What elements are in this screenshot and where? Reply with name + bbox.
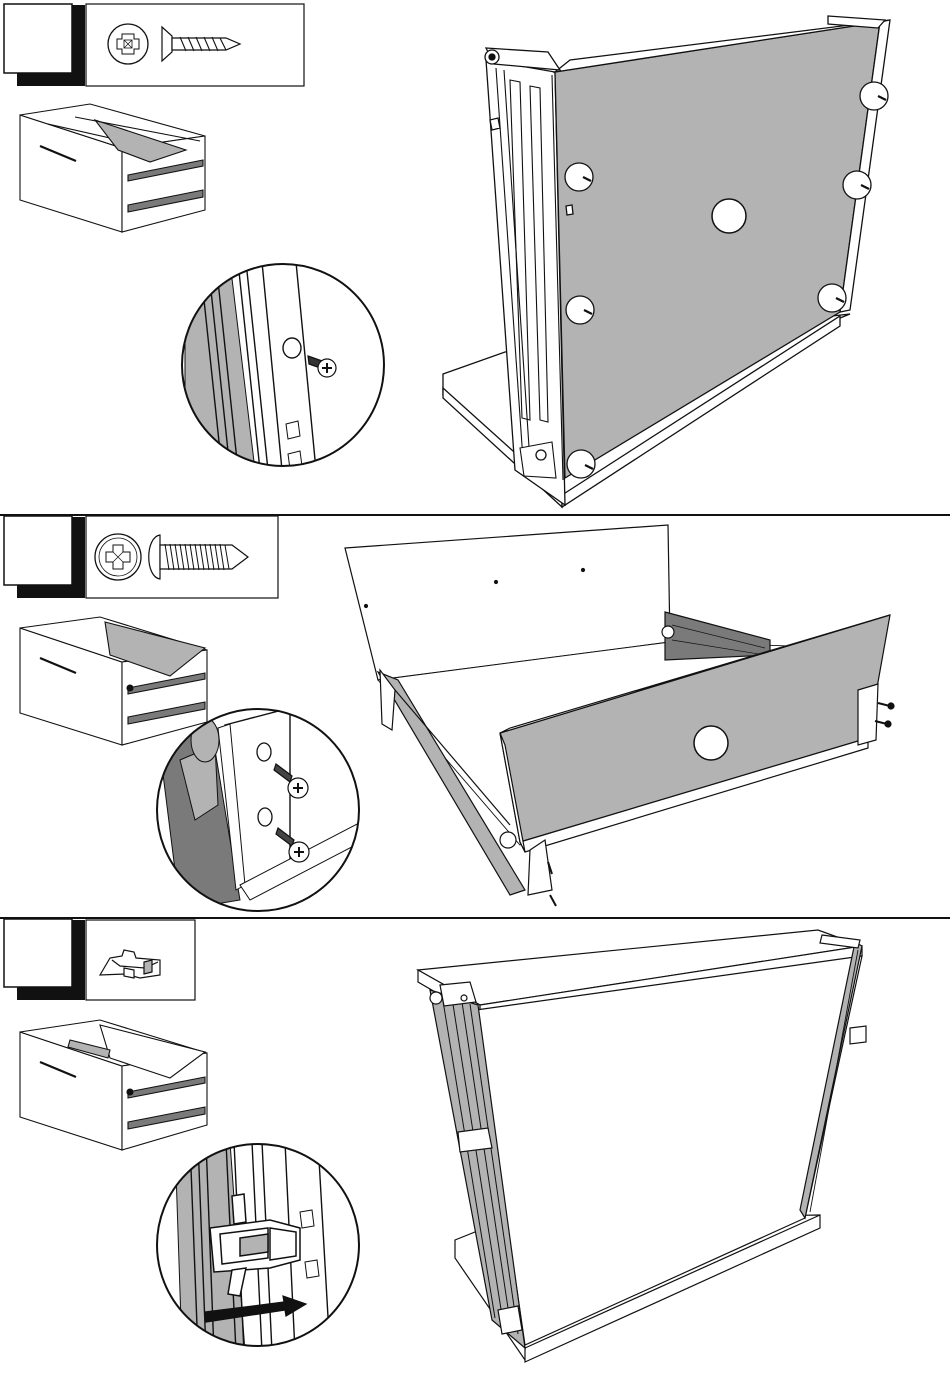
panel-label-circle	[712, 199, 746, 233]
cabinet-back-panel-illustration	[443, 16, 890, 507]
drawer-thumbnail-2	[20, 617, 207, 745]
step-section-1	[4, 4, 890, 507]
step-number-box-3	[4, 919, 85, 1000]
hardware-box-2	[86, 516, 278, 598]
step-number-box-1	[4, 4, 85, 86]
drawer-thumbnail-1	[20, 104, 205, 232]
step-section-3	[4, 919, 866, 1362]
hardware-box-1	[86, 4, 304, 86]
countersunk-screw-head-icon	[108, 24, 148, 64]
drawer-front-assembly-illustration	[345, 525, 894, 906]
zoom-detail-1	[180, 262, 390, 472]
step-number-box-2	[4, 516, 85, 598]
panel-label-circle	[694, 726, 728, 760]
drawer-clip-installation-illustration	[418, 930, 866, 1362]
zoom-detail-3	[155, 1142, 365, 1352]
step-section-2	[4, 516, 894, 917]
hardware-box-3	[86, 920, 195, 1000]
zoom-detail-2	[155, 707, 365, 917]
pan-head-screw-head-icon	[95, 534, 141, 580]
drawer-thumbnail-3	[20, 1020, 207, 1150]
